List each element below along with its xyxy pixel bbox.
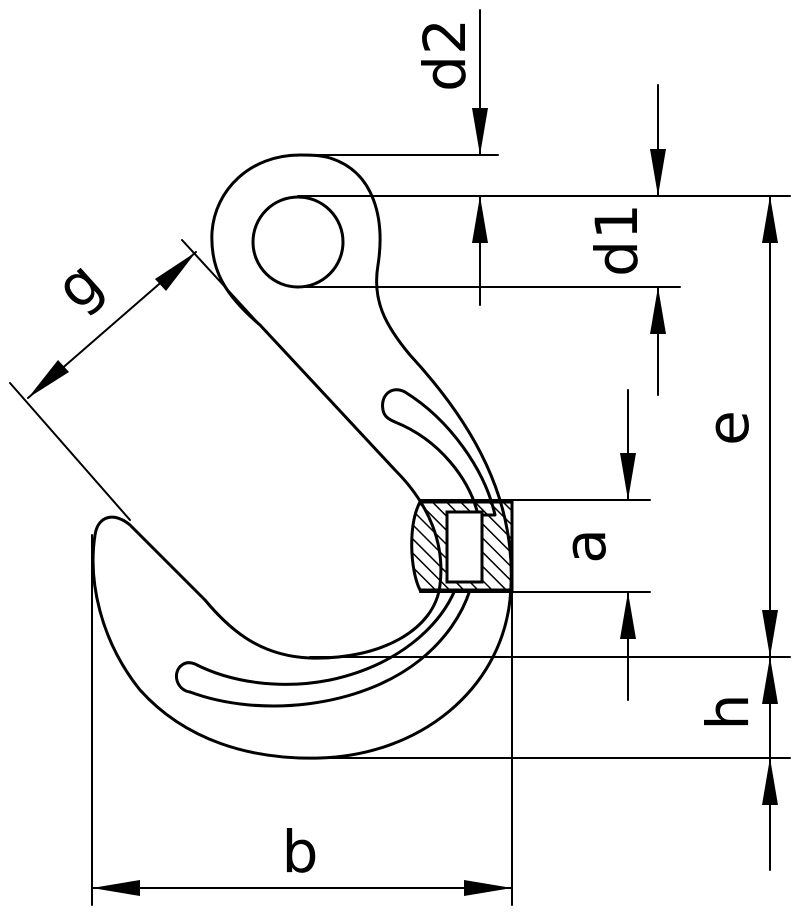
label-g: g (42, 248, 115, 323)
eye-hole (251, 195, 345, 289)
dimension-e: e (694, 195, 778, 658)
dimension-b: b (91, 818, 513, 896)
label-e: e (694, 410, 762, 446)
extension-lines (9, 154, 791, 906)
dimension-g: g (27, 248, 197, 399)
dimension-h: h (694, 656, 778, 871)
latch-pin (445, 510, 484, 584)
lower-groove-slot (174, 588, 472, 708)
label-b: b (282, 818, 319, 886)
label-a: a (551, 528, 619, 564)
label-d1: d1 (583, 203, 651, 277)
upper-groove-slot (381, 388, 497, 517)
dimension-a: a (551, 389, 636, 701)
dimension-d1: d1 (583, 84, 666, 396)
dimension-d2: d2 (411, 9, 488, 306)
label-d2: d2 (411, 18, 479, 92)
label-h: h (694, 694, 762, 731)
hook-outer-contour (91, 153, 513, 760)
hook-body (91, 153, 514, 760)
